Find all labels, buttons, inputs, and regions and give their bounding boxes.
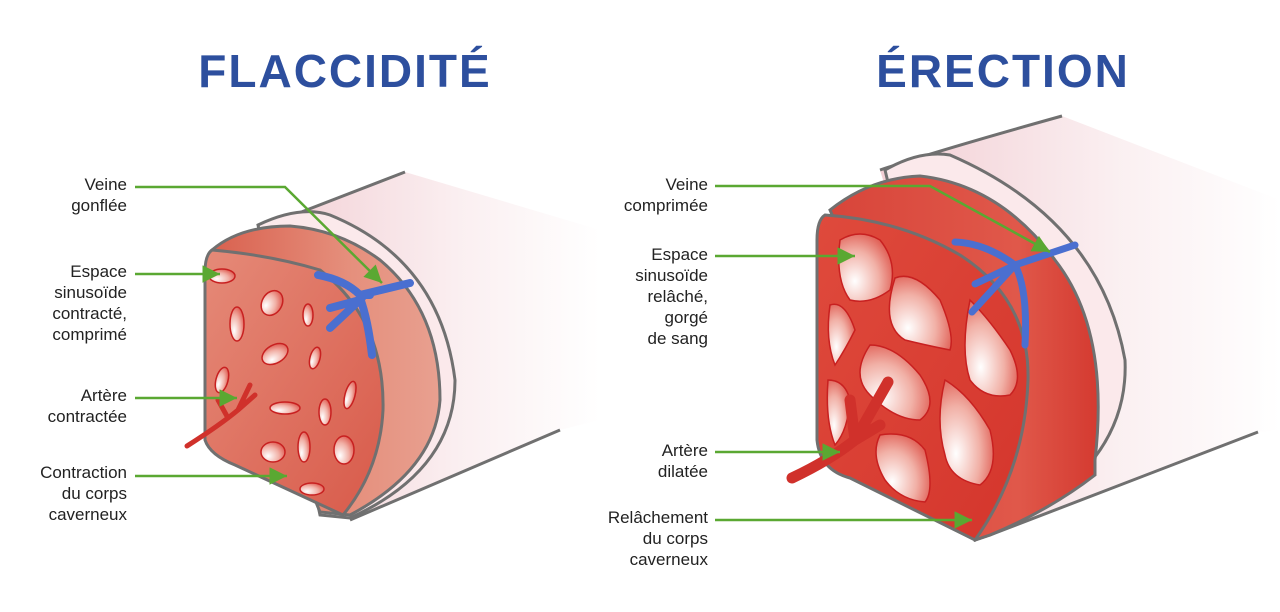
flaccid-cross-section: [184, 170, 600, 522]
label-contraction: Contraction du corps caverneux: [40, 463, 127, 524]
label-espace-relache: Espace sinusoïde relâché, gorgé de sang: [635, 245, 708, 348]
label-veine-gonflee: Veine gonflée: [71, 175, 127, 215]
label-relachement: Relâchement du corps caverneux: [607, 508, 708, 569]
pointer-arrows: [135, 184, 1051, 529]
label-artere-dilatee: Artère dilatée: [657, 441, 708, 481]
title-erection: ÉRECTION: [876, 45, 1130, 97]
arrow-veine-comprimee: [715, 184, 1051, 254]
label-espace-contracte: Espace sinusoïde contracté, comprimé: [52, 262, 127, 344]
arrow-veine-gonflee: [135, 185, 383, 284]
label-artere-contractee: Artère contractée: [47, 386, 127, 426]
vein-icon: [951, 238, 1079, 349]
title-flaccidite: FLACCIDITÉ: [198, 45, 492, 97]
label-veine-comprimee: Veine comprimée: [623, 175, 708, 215]
vein-icon: [314, 271, 414, 359]
erect-cross-section: [786, 114, 1280, 542]
sinusoid-spaces: [826, 233, 1019, 503]
